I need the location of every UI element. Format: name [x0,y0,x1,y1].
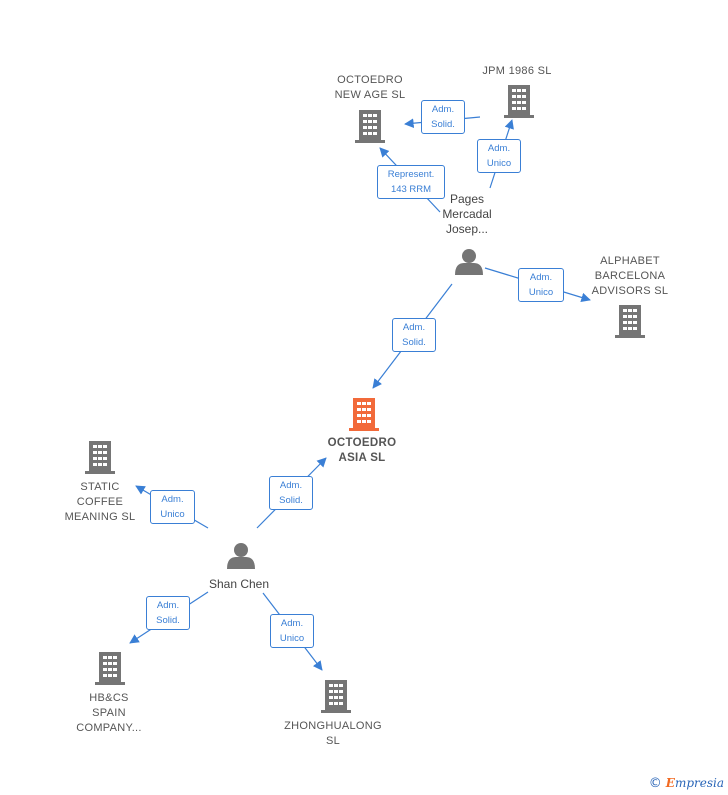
node-label-alphabet-barcelona[interactable]: ALPHABET BARCELONA ADVISORS SL [591,255,669,297]
node-label-jpm-1986[interactable]: JPM 1986 SL [482,65,552,77]
edge-label-shan-zhong[interactable]: Adm. Unico [270,614,314,648]
building-icon-octoedro-asia[interactable] [349,398,379,431]
building-icon-hbcs-spain[interactable] [95,652,125,685]
node-label-static-coffee[interactable]: STATIC COFFEE MEANING SL [64,481,136,523]
edge-label-pages-alphabet[interactable]: Adm. Unico [518,268,564,302]
building-icon-static-coffee[interactable] [85,441,115,474]
node-label-shan-chen[interactable]: Shan Chen [208,577,270,591]
brand-name: mpresia [674,776,724,790]
edge-label-jpm-newage[interactable]: Adm. Solid. [421,100,465,134]
brand-initial: E [665,776,675,790]
edge-label-shan-static[interactable]: Adm. Unico [150,490,195,524]
node-label-pages-mercadal[interactable]: Pages Mercadal Josep... [442,192,492,236]
edge-label-pages-jpm[interactable]: Adm. Unico [477,139,521,173]
building-icon-alphabet-barcelona[interactable] [615,305,645,338]
edge-label-shan-hbcs[interactable]: Adm. Solid. [146,596,190,630]
edge-label-pages-asia[interactable]: Adm. Solid. [392,318,436,352]
edge-label-shan-asia[interactable]: Adm. Solid. [269,476,313,510]
person-icon-pages-mercadal[interactable] [455,249,483,275]
building-icon-jpm-1986[interactable] [504,85,534,118]
building-icon-octoedro-new-age[interactable] [355,110,385,143]
edge-label-pages-newage[interactable]: Represent. 143 RRM [377,165,445,199]
building-icon-zhonghualong[interactable] [321,680,351,713]
node-label-zhonghualong[interactable]: ZHONGHUALONG SL [284,720,382,747]
copyright-icon: © [648,776,662,791]
person-icon-shan-chen[interactable] [227,543,255,569]
node-label-octoedro-new-age[interactable]: OCTOEDRO NEW AGE SL [334,74,406,101]
brand-watermark: ©Empresia [649,776,724,791]
node-label-hbcs-spain[interactable]: HB&CS SPAIN COMPANY... [76,692,142,734]
node-label-octoedro-asia[interactable]: OCTOEDRO ASIA SL [327,437,397,464]
